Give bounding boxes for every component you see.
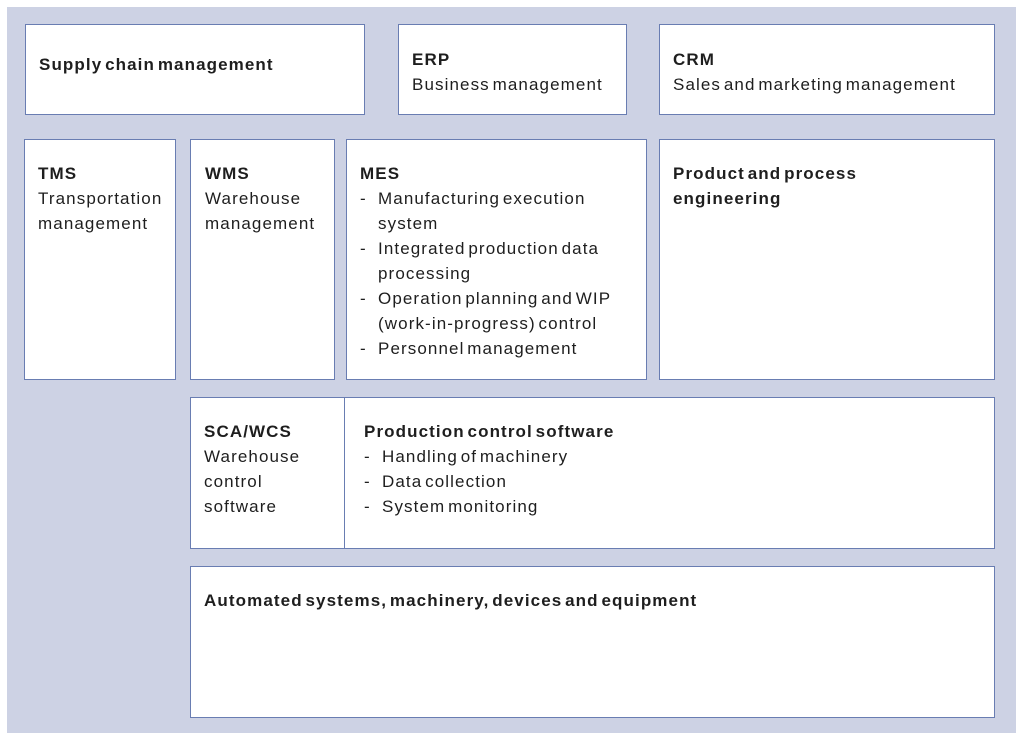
box-tms: TMS Transportation management <box>24 139 176 380</box>
list-item: - Integrated production data processing <box>360 236 638 286</box>
bullet-dash: - <box>360 339 367 358</box>
list-item-text: Manufacturing execution system <box>378 189 586 233</box>
list-item: - System monitoring <box>364 494 986 519</box>
list-item: - Data collection <box>364 469 986 494</box>
list-item: - Operation planning and WIP (work-in-pr… <box>360 286 638 336</box>
box-title: Supply chain management <box>39 55 274 74</box>
box-title: Automated systems, machinery, devices an… <box>204 591 698 610</box>
box-supply-chain-management: Supply chain management <box>25 24 365 115</box>
box-product-process-engineering: Product and process engineering <box>659 139 995 380</box>
box-title: ERP <box>412 50 451 69</box>
box-title: SCA/WCS <box>204 422 292 441</box>
box-title: Product and process engineering <box>673 164 857 208</box>
list-item: - Manufacturing execution system <box>360 186 638 236</box>
box-wms: WMS Warehouse management <box>190 139 335 380</box>
list-item: - Handling of machinery <box>364 444 986 469</box>
box-title: TMS <box>38 164 78 183</box>
list-item-text: Handling of machinery <box>382 447 569 466</box>
box-erp: ERP Business management <box>398 24 627 115</box>
box-subtitle: Warehouse management <box>205 189 316 233</box>
list-item-text: Operation planning and WIP (work-in-prog… <box>378 289 611 333</box>
bullet-dash: - <box>364 497 371 516</box>
box-subtitle: Warehouse control software <box>204 447 301 516</box>
list-item-text: Integrated production data processing <box>378 239 600 283</box>
list-item-text: Personnel management <box>378 339 578 358</box>
box-title: Production control software <box>364 422 615 441</box>
box-subtitle: Sales and marketing management <box>673 75 956 94</box>
box-sca-wcs: SCA/WCS Warehouse control software <box>190 397 346 549</box>
box-crm: CRM Sales and marketing management <box>659 24 995 115</box>
box-title: WMS <box>205 164 250 183</box>
box-subtitle: Business management <box>412 75 603 94</box>
box-title: CRM <box>673 50 716 69</box>
box-title: MES <box>360 164 401 183</box>
bullet-dash: - <box>360 189 367 208</box>
box-mes: MES - Manufacturing execution system - I… <box>346 139 647 380</box>
box-automated-systems: Automated systems, machinery, devices an… <box>190 566 995 718</box>
list-item: - Personnel management <box>360 336 638 361</box>
bullet-dash: - <box>360 239 367 258</box>
box-subtitle: Transportation management <box>38 189 163 233</box>
bullet-dash: - <box>364 472 371 491</box>
list-item-text: Data collection <box>382 472 508 491</box>
box-production-control-software: Production control software - Handling o… <box>344 397 995 549</box>
list-item-text: System monitoring <box>382 497 539 516</box>
bullet-dash: - <box>364 447 371 466</box>
bullet-dash: - <box>360 289 367 308</box>
